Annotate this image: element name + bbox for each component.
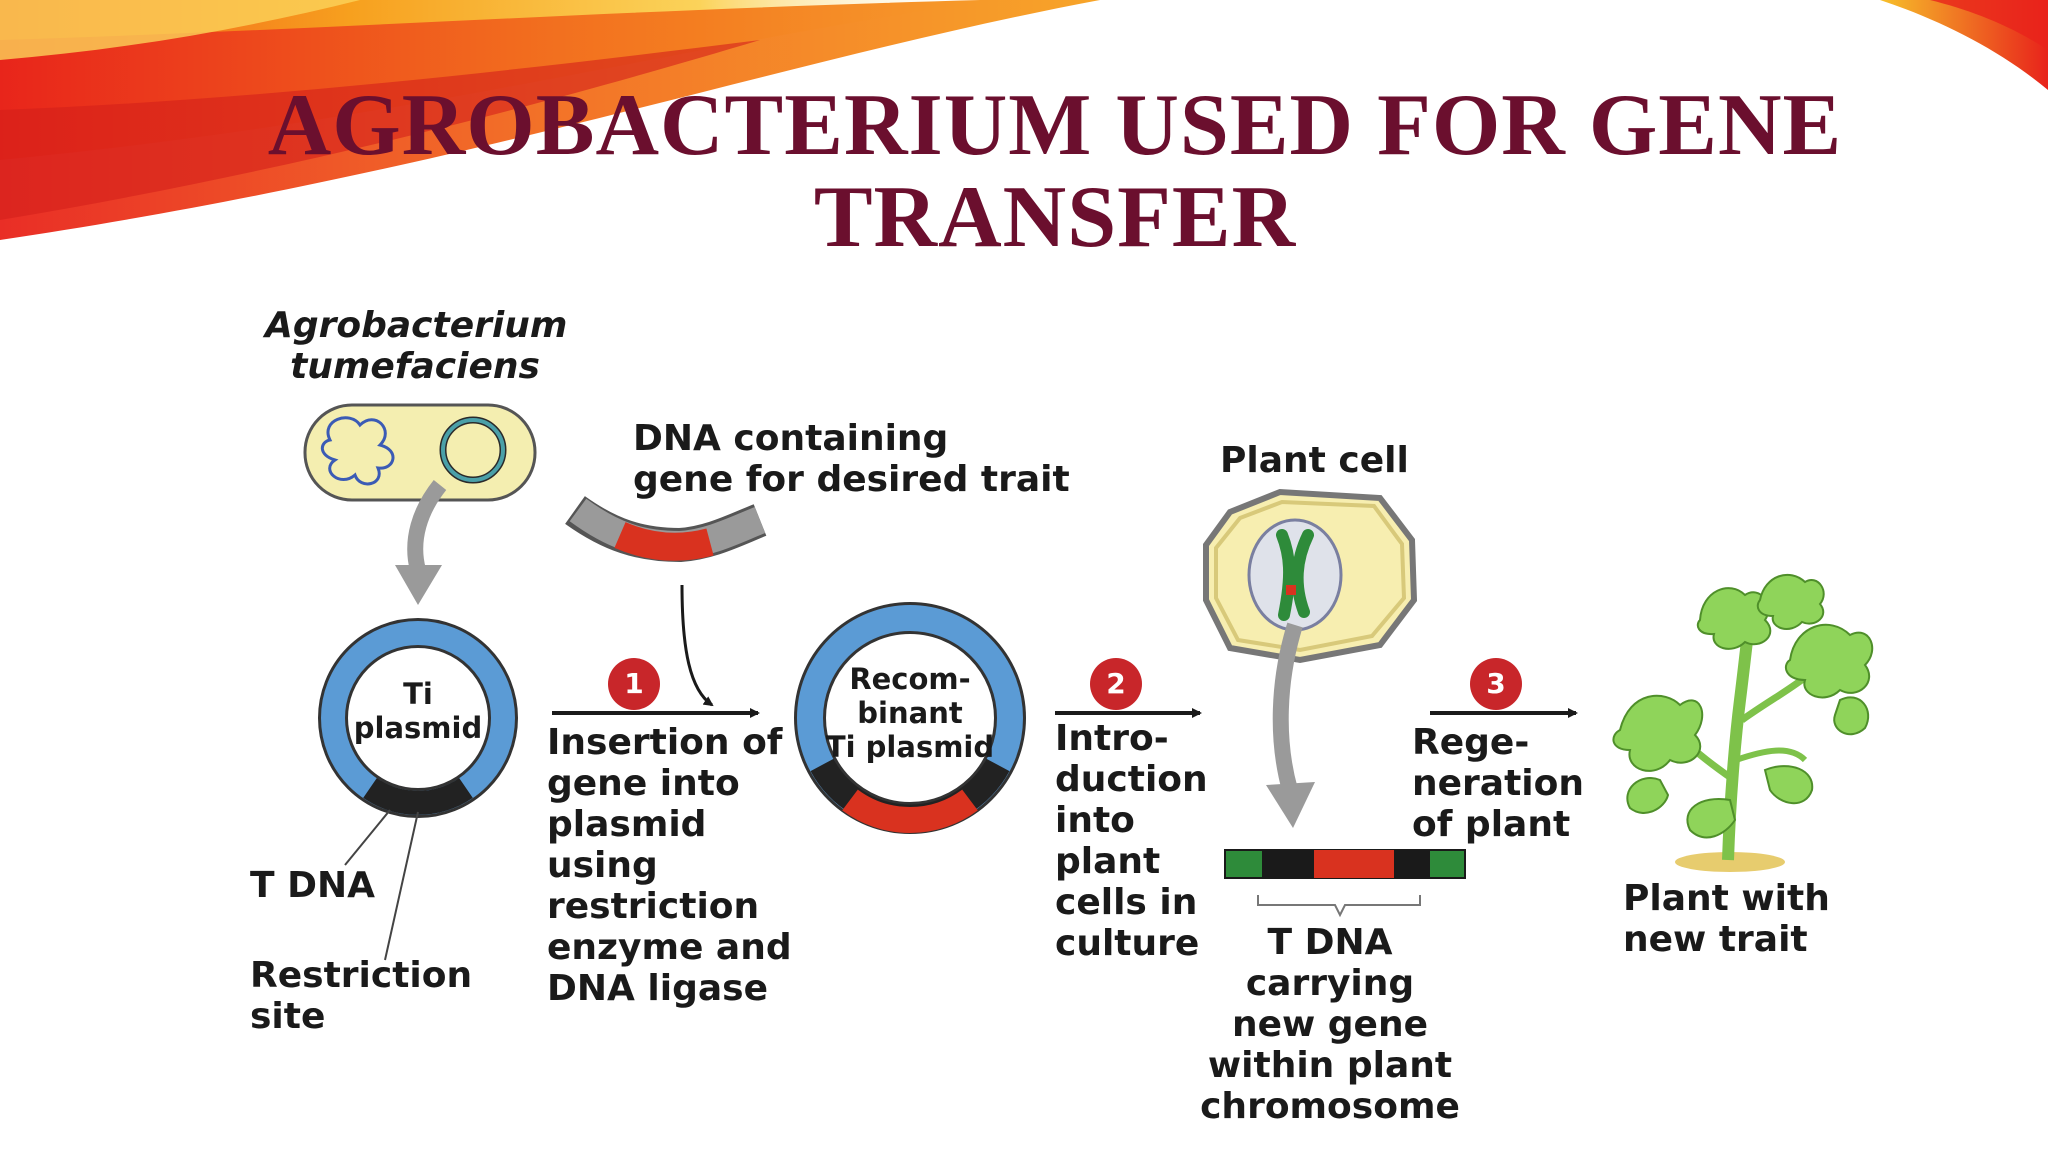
- recombinant-plasmid: [794, 602, 1026, 834]
- gray-arrow-to-plasmid: [395, 480, 447, 605]
- bacterium-cell: [303, 403, 537, 502]
- plant-cell: [1203, 488, 1418, 664]
- step-3-badge: 3: [1470, 658, 1522, 710]
- decorative-swoosh: [0, 0, 2048, 240]
- title-line-1: AGROBACTERIUM USED FOR GENE: [267, 77, 1843, 174]
- step-1-text: Insertion of gene into plasmid using res…: [547, 722, 792, 1009]
- recombinant-plasmid-label: Recom- binant Ti plasmid: [825, 662, 995, 764]
- restriction-site-label: Restriction site: [250, 955, 473, 1037]
- bacterium-label: Agrobacterium tumefaciens: [265, 305, 568, 387]
- step-2-badge: 2: [1090, 658, 1142, 710]
- t-dna-new-gene-label: T DNA carrying new gene within plant chr…: [1200, 922, 1460, 1127]
- step-2-text: Intro- duction into plant cells in cultu…: [1055, 718, 1208, 964]
- dna-label: DNA containing gene for desired trait: [633, 418, 1070, 500]
- plant-label: Plant with new trait: [1623, 878, 1830, 960]
- slide-title: AGROBACTERIUM USED FOR GENE TRANSFER: [220, 80, 1890, 264]
- gray-arrow-to-chromosome: [1266, 622, 1315, 828]
- ti-plasmid: [318, 618, 518, 961]
- title-line-2: TRANSFER: [813, 169, 1297, 266]
- step-1-badge: 1: [608, 658, 660, 710]
- plant-chromosome-strip: [1224, 849, 1466, 918]
- ti-plasmid-label: Ti plasmid: [353, 677, 483, 745]
- arrow-dna-to-recombinant: [680, 584, 714, 707]
- plant-cell-label: Plant cell: [1220, 440, 1409, 481]
- t-dna-label: T DNA: [250, 865, 375, 906]
- dna-fragment: [565, 496, 767, 563]
- plant-illustration: [1612, 573, 1874, 872]
- step-3-text: Rege- neration of plant: [1412, 722, 1585, 845]
